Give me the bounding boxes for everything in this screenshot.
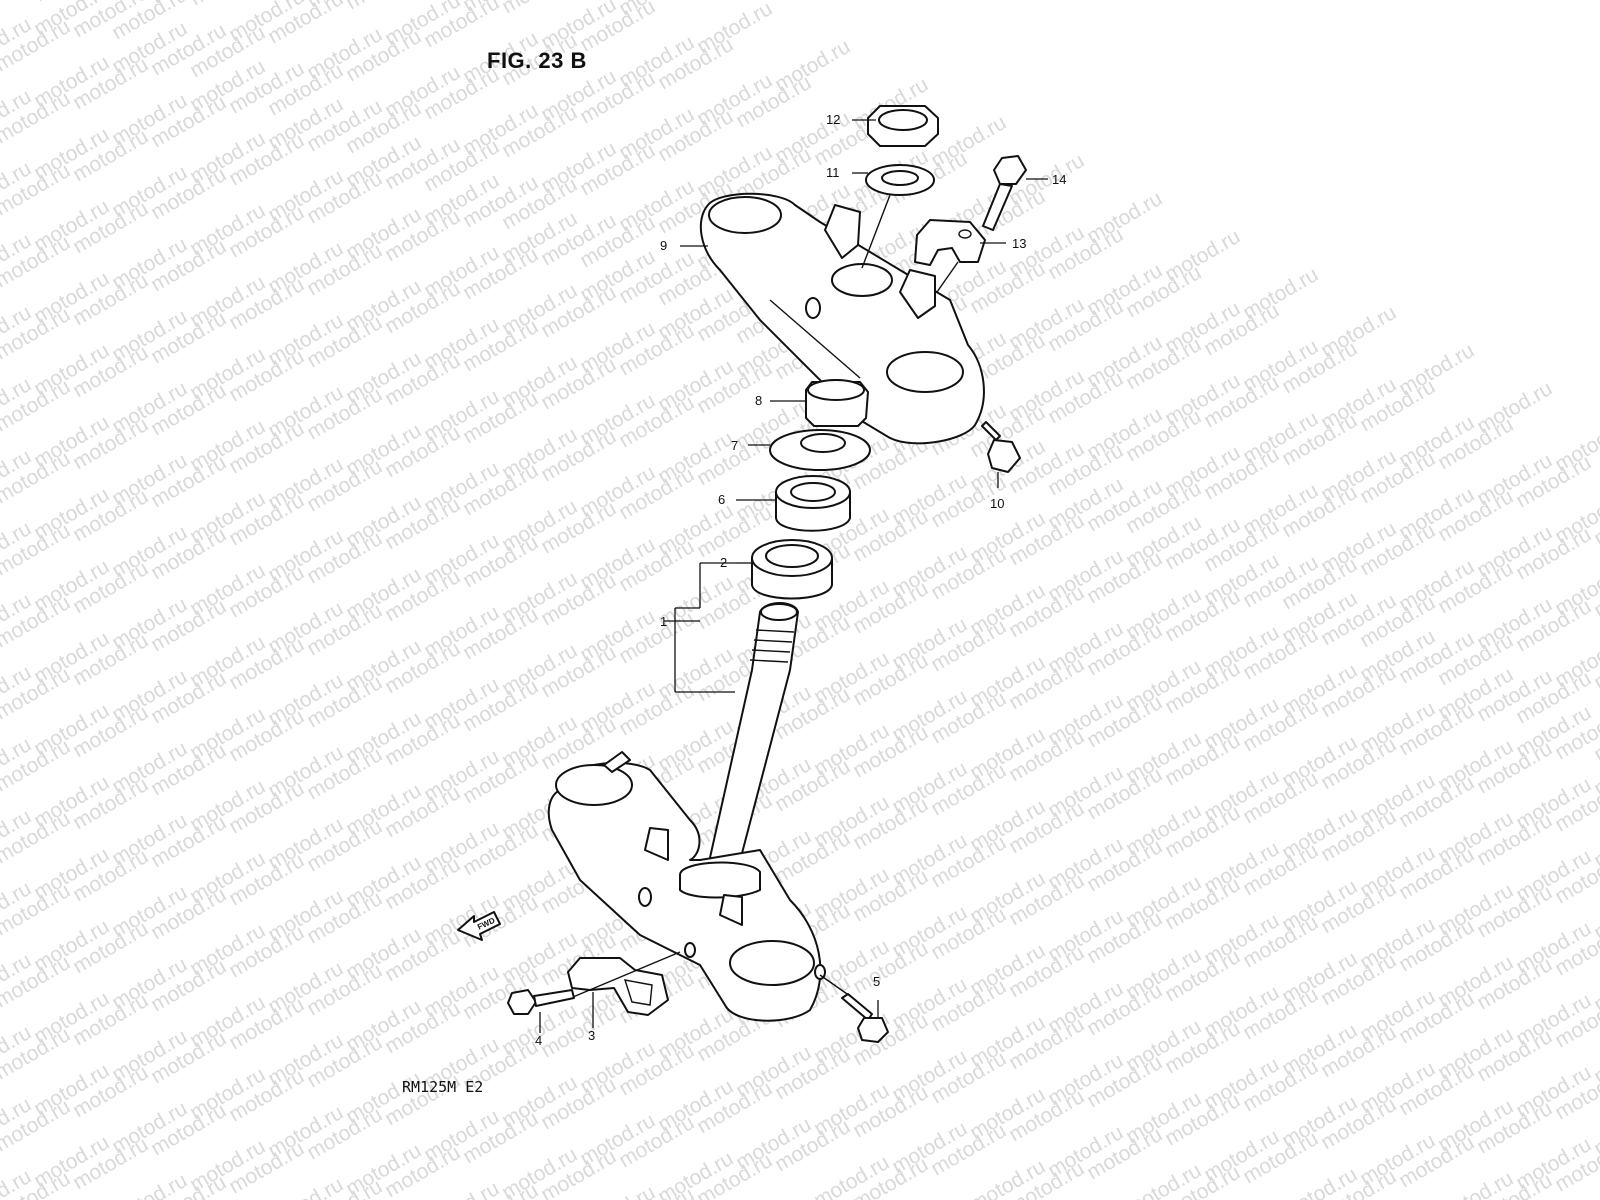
part-2-bearing xyxy=(751,539,833,600)
part-13-handlebar-holder xyxy=(914,219,986,266)
part-14-bolt xyxy=(982,155,1027,231)
callout-numbers: 1 2 3 4 5 6 7 8 9 10 11 12 13 14 xyxy=(535,112,1066,1048)
callout-14: 14 xyxy=(1052,172,1066,187)
callout-5: 5 xyxy=(873,974,880,989)
model-code: RM125M E2 xyxy=(402,1078,484,1096)
assembly-guide-13 xyxy=(936,261,959,293)
assembly-guide-5 xyxy=(819,974,851,997)
part-4-bolt xyxy=(507,989,575,1015)
callout-2: 2 xyxy=(720,555,727,570)
part-12-nut xyxy=(867,105,939,147)
callout-4: 4 xyxy=(535,1033,542,1048)
part-8-steering-stem-nut xyxy=(805,379,869,427)
watermark-text: motod.ru xyxy=(108,1169,191,1200)
callout-8: 8 xyxy=(755,393,762,408)
part-10-bolt xyxy=(981,421,1021,473)
callout-1: 1 xyxy=(660,614,667,629)
part-11-washer xyxy=(865,164,935,196)
callout-10: 10 xyxy=(990,496,1004,511)
assembly-guide-11 xyxy=(861,194,891,269)
assembly-guide-4 xyxy=(572,951,681,998)
callout-13: 13 xyxy=(1012,236,1026,251)
part-1-steering-stem-lower-bracket xyxy=(547,602,826,1022)
watermark-text: motod.ru xyxy=(420,1177,503,1200)
callout-11: 11 xyxy=(826,165,840,180)
watermark-text: motod.ru xyxy=(264,1173,347,1200)
callout-12: 12 xyxy=(826,112,840,127)
callout-3: 3 xyxy=(588,1028,595,1043)
callout-9: 9 xyxy=(660,238,667,253)
part-5-bolt xyxy=(841,993,889,1043)
fwd-arrow-icon: FWD xyxy=(457,911,501,941)
part-7-washer xyxy=(769,429,871,471)
leader-lines xyxy=(539,119,1048,1033)
part-3-hose-guide xyxy=(567,957,669,1016)
callout-6: 6 xyxy=(718,492,725,507)
part-6-bearing xyxy=(775,475,851,532)
watermark-text: motod.ru xyxy=(576,1181,659,1200)
callout-7: 7 xyxy=(731,438,738,453)
part-9-upper-bracket xyxy=(699,192,985,445)
figure-title: FIG. 23 B xyxy=(487,48,587,73)
